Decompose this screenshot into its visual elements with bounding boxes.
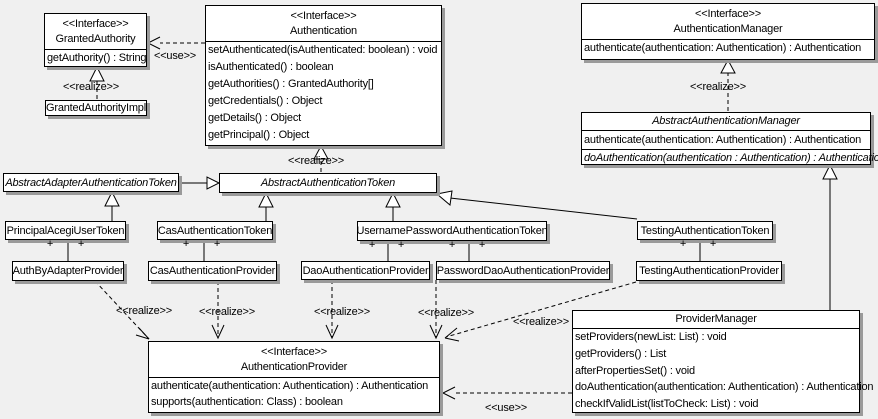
class-granted-authority-impl: GrantedAuthorityImpl xyxy=(45,100,147,116)
open-arrow-icon xyxy=(441,386,456,400)
hollow-triangle-icon xyxy=(435,190,453,206)
class-name: AbstractAuthenticationToken xyxy=(260,177,396,189)
realize-label: <<realize>> xyxy=(314,306,370,318)
class-name: CasAuthenticationToken xyxy=(158,224,272,237)
open-arrow-icon xyxy=(429,324,443,340)
association-plus-label: + xyxy=(213,238,221,250)
method-label: getPrincipal() : Object xyxy=(208,129,310,141)
method-label: doAuthentication(authentication : Authen… xyxy=(582,149,878,167)
class-name: PrincipalAcegiUserToken xyxy=(6,224,125,237)
class-abstract-authentication-token: AbstractAuthenticationToken xyxy=(219,173,437,193)
edge-gen-testingauthenticationtoken xyxy=(449,197,638,220)
hollow-triangle-icon xyxy=(89,65,105,82)
method-label: setProviders(newList: List) : void xyxy=(575,331,727,343)
class-name: AbstractAdapterAuthenticationToken xyxy=(5,176,177,189)
hollow-triangle-icon xyxy=(206,176,221,190)
realize-label: <<realize>> xyxy=(418,307,474,319)
stereotype-label: <<Interface>> xyxy=(62,18,129,30)
class-name: AbstractAuthenticationManager xyxy=(582,113,870,131)
class-name: GrantedAuthorityImpl xyxy=(46,102,146,114)
stereotype-label: <<Interface>> xyxy=(695,8,761,20)
method-label: authenticate(authentication: Authenticat… xyxy=(584,134,862,146)
class-abstract-authentication-manager: AbstractAuthenticationManager authentica… xyxy=(581,112,878,167)
association-plus-label: + xyxy=(397,239,405,251)
association-plus-label: + xyxy=(46,238,54,250)
class-testing-authentication-provider: TestingAuthenticationProvider xyxy=(636,261,782,281)
association-plus-label: + xyxy=(709,238,717,250)
association-plus-label: + xyxy=(448,239,456,251)
method-label: setAuthenticated(isAuthenticated: boolea… xyxy=(208,44,438,56)
association-plus-label: + xyxy=(77,238,85,250)
class-testing-authentication-token: TestingAuthenticationToken xyxy=(637,221,773,240)
class-name: ProviderManager xyxy=(573,311,859,329)
association-plus-label: + xyxy=(679,238,687,250)
hollow-triangle-icon xyxy=(720,58,736,74)
realize-label: <<realize>> xyxy=(513,316,569,328)
hollow-triangle-icon xyxy=(822,163,838,180)
class-username-password-authentication-token: UsernamePasswordAuthenticationToken xyxy=(357,221,547,241)
open-arrow-icon xyxy=(325,324,339,340)
hollow-triangle-icon xyxy=(385,191,401,208)
class-granted-authority: <<Interface>> GrantedAuthority getAuthor… xyxy=(44,13,147,67)
realize-label: <<realize>> xyxy=(288,155,344,167)
class-cas-authentication-provider: CasAuthenticationProvider xyxy=(148,261,277,281)
method-label: authenticate(authentication: Authenticat… xyxy=(584,42,862,54)
stereotype-label: <<Interface>> xyxy=(290,10,357,22)
class-abstract-adapter-authentication-token: AbstractAdapterAuthenticationToken xyxy=(3,173,179,192)
method-label: authenticate(authentication: Authenticat… xyxy=(151,380,429,392)
method-label: checkIfValidList(listToCheck: List) : vo… xyxy=(575,398,759,411)
class-password-dao-authentication-provider: PasswordDaoAuthenticationProvider xyxy=(436,261,610,280)
association-plus-label: + xyxy=(478,239,486,251)
class-name: CasAuthenticationProvider xyxy=(149,265,276,277)
class-provider-manager: ProviderManager setProviders(newList: Li… xyxy=(572,310,874,413)
class-authentication: <<Interface>> Authentication setAuthenti… xyxy=(205,5,442,146)
class-auth-by-adapter-provider: AuthByAdapterProvider xyxy=(12,261,124,281)
class-name: Authentication xyxy=(290,25,357,37)
class-name: AuthByAdapterProvider xyxy=(13,265,123,277)
method-label: afterPropertiesSet() : void xyxy=(575,364,695,377)
association-plus-label: + xyxy=(182,238,190,250)
realize-label: <<realize>> xyxy=(63,81,119,93)
realize-label: <<realize>> xyxy=(690,81,746,93)
open-arrow-icon xyxy=(146,36,161,50)
class-name: DaoAuthenticationProvider xyxy=(302,264,429,277)
method-label: getDetails() : Object xyxy=(208,112,302,124)
open-arrow-icon xyxy=(444,327,460,342)
class-name: AuthenticationProvider xyxy=(240,361,348,373)
hollow-triangle-icon xyxy=(104,190,120,207)
open-arrow-icon xyxy=(211,324,225,340)
realize-label: <<realize>> xyxy=(116,305,172,317)
class-name: GrantedAuthority xyxy=(55,33,136,45)
class-authentication-manager: <<Interface>> AuthenticationManager auth… xyxy=(581,3,875,60)
use-label: <<use>> xyxy=(484,402,528,414)
association-plus-label: + xyxy=(368,239,376,251)
class-name: AuthenticationManager xyxy=(673,23,783,35)
method-label: isAuthenticated() : boolean xyxy=(208,61,334,73)
open-arrow-icon xyxy=(135,327,150,340)
method-label: doAuthentication(authentication: Authent… xyxy=(575,381,874,394)
class-principal-acegi-user-token: PrincipalAcegiUserToken xyxy=(5,221,126,240)
class-name: TestingAuthenticationProvider xyxy=(639,265,779,277)
method-label: getProviders() : List xyxy=(575,347,667,360)
class-cas-authentication-token: CasAuthenticationToken xyxy=(157,221,273,240)
class-name: PasswordDaoAuthenticationProvider xyxy=(437,264,609,277)
use-label: <<use>> xyxy=(153,50,197,62)
class-name: TestingAuthenticationToken xyxy=(640,224,770,237)
class-authentication-provider: <<Interface>> AuthenticationProvider aut… xyxy=(148,341,440,413)
stereotype-label: <<Interface>> xyxy=(261,346,327,358)
class-name: UsernamePasswordAuthenticationToken xyxy=(358,225,546,237)
method-label: supports(authentication: Class) : boolea… xyxy=(151,396,343,408)
class-dao-authentication-provider: DaoAuthenticationProvider xyxy=(301,261,430,280)
hollow-triangle-icon xyxy=(258,191,274,208)
method-label: getAuthorities() : GrantedAuthority[] xyxy=(208,78,374,90)
method-label: getCredentials() : Object xyxy=(208,95,323,107)
realize-label: <<realize>> xyxy=(199,306,255,318)
method-label: getAuthority() : String xyxy=(47,52,147,64)
